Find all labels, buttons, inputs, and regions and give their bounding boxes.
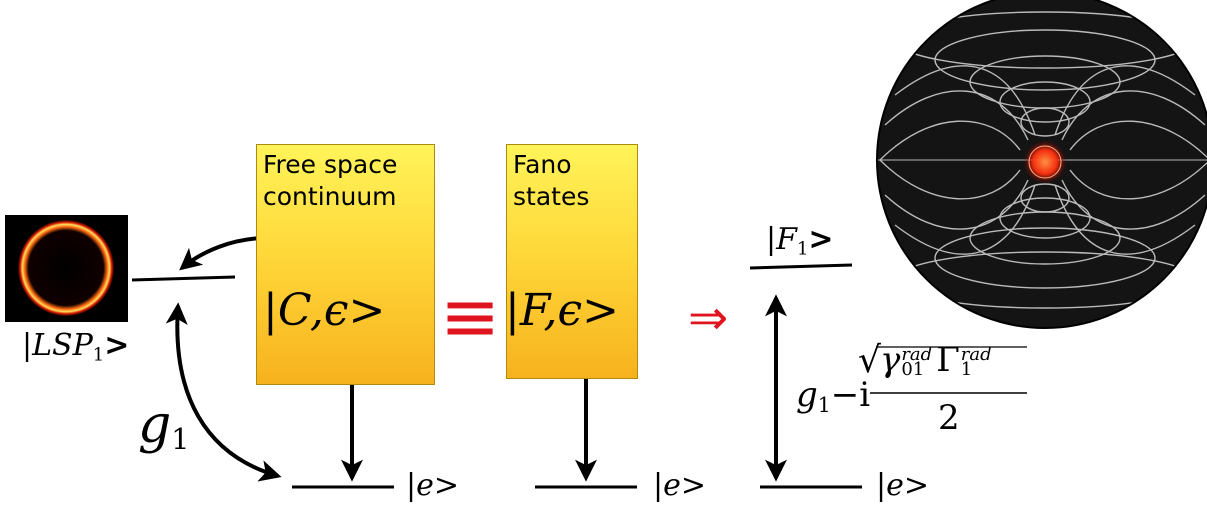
eff-Gamma-sup: rad [960, 344, 992, 365]
fano-level-bar: | [766, 222, 777, 257]
eff-gamma-sub: 01 [901, 359, 925, 380]
eff-Gamma: Γ [936, 340, 960, 380]
effective-coupling-denominator: 2 [938, 398, 960, 438]
lsp-sub: 1 [92, 344, 105, 366]
eff-g: g [796, 375, 818, 415]
coupling-curved-arrow [165, 302, 282, 482]
excited-state-label-3: |e> [876, 468, 929, 503]
equivalence-symbol: ≡ [440, 274, 501, 358]
continuum-box: Free space continuum |C,ϵ> [256, 144, 435, 385]
eff-gamma-sup: rad [901, 344, 933, 365]
fano-level-line [749, 263, 853, 270]
coupling-label: g1 [138, 395, 190, 456]
implies-arrow-icon: ⇒ [688, 290, 729, 346]
continuum-box-title: Free space continuum [263, 150, 398, 211]
field-lines-disc-image [876, 0, 1207, 329]
continuum-state-ket: |C,ϵ> [263, 285, 386, 336]
eff-g-sub: 1 [817, 393, 831, 418]
fano-level-close: > [808, 222, 834, 257]
lsp-state-label: |LSP1> [22, 328, 129, 365]
fano-box-title: Fano states [513, 150, 590, 211]
fano-level-name: F [776, 222, 797, 257]
lsp-level-line [131, 275, 236, 282]
eff-gamma: γ [880, 340, 901, 380]
excited-state-label-1: |e> [406, 468, 459, 503]
coupling-symbol: g [138, 395, 172, 455]
fano-state-ket: |F,ϵ> [505, 285, 619, 336]
lsp-bar: | [22, 328, 33, 363]
fano-level-sub: 1 [796, 238, 809, 260]
effective-coupling-prefix: g1−i [796, 375, 870, 417]
lsp-close: > [104, 328, 130, 363]
lsp-ring-icon [18, 220, 114, 316]
fano-level-label: |F1> [766, 222, 834, 259]
sqrt-symbol: √ [858, 340, 881, 381]
coupling-sub: 1 [171, 422, 190, 457]
lsp-name: LSP [32, 328, 93, 363]
eff-minus: −i [830, 375, 871, 415]
excited-state-label-2: |e> [653, 468, 706, 503]
eff-Gamma-sub: 1 [960, 359, 973, 380]
fano-box: Fano states |F,ϵ> [505, 144, 638, 379]
